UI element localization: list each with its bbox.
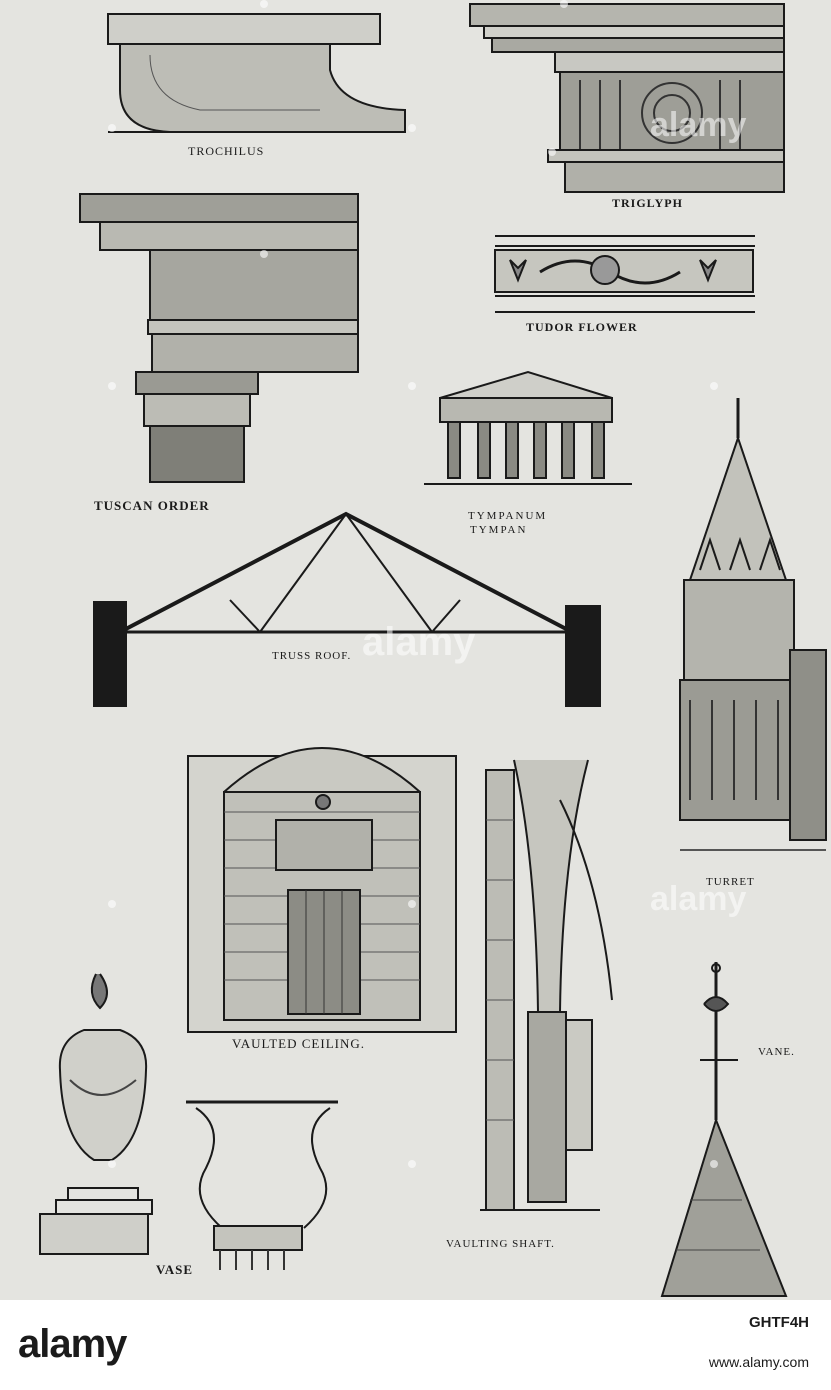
watermark-top-right: alamy — [650, 106, 747, 144]
vase-illustration — [39, 973, 153, 1255]
vaulted-ceiling-illustration — [187, 747, 457, 1033]
watermark-dot — [710, 382, 718, 390]
label-truss-roof: TRUSS ROOF. — [272, 650, 352, 662]
tympanum-illustration — [424, 370, 632, 485]
watermark-dot — [108, 900, 116, 908]
vane-illustration — [660, 962, 788, 1297]
label-turret: TURRET — [706, 876, 755, 888]
watermark-dot — [108, 1160, 116, 1168]
turret-illustration — [679, 398, 827, 851]
watermark-dot — [260, 250, 268, 258]
watermark-dot — [108, 382, 116, 390]
label-vase: VASE — [156, 1262, 194, 1277]
watermark-dot — [408, 1160, 416, 1168]
watermark-dot — [710, 1160, 718, 1168]
label-tympanum: TYMPANUM — [468, 510, 548, 522]
label-vaulting-shaft: VAULTING SHAFT. — [446, 1238, 555, 1250]
truss-roof-illustration — [93, 511, 601, 707]
tuscan-order-illustration — [79, 193, 359, 483]
architecture-illustrations — [39, 3, 827, 1297]
label-tudor-flower: TUDOR FLOWER — [526, 320, 638, 334]
watermark-center: alamy — [362, 620, 476, 664]
label-trochilus: TROCHILUS — [188, 144, 265, 158]
tudor-flower-illustration — [494, 235, 755, 313]
label-tuscan-order: TUSCAN ORDER — [94, 498, 210, 513]
watermark-dot — [560, 0, 568, 8]
console-bracket-illustration — [186, 1100, 338, 1270]
watermark-mid-right: alamy — [650, 880, 747, 918]
label-vaulted-ceiling: VAULTED CEILING. — [232, 1036, 365, 1051]
vaulting-shaft-illustration — [480, 759, 613, 1211]
label-vane: VANE. — [758, 1046, 795, 1058]
watermark-dot — [408, 900, 416, 908]
triglyph-illustration — [469, 3, 785, 193]
alamy-logo: alamy — [18, 1322, 127, 1366]
label-tympan: TYMPAN — [470, 524, 528, 536]
engraving-plate: TROCHILUS TRIGLYPH TUDOR FLOWER TUSCAN O… — [0, 0, 831, 1300]
label-triglyph: TRIGLYPH — [612, 196, 683, 210]
watermark-dot — [260, 0, 268, 8]
site-url: www.alamy.com — [708, 1354, 809, 1370]
watermark-dot — [108, 124, 116, 132]
watermark-dot — [408, 124, 416, 132]
trochilus-illustration — [107, 13, 406, 133]
stock-footer: alamy GHTF4H www.alamy.com — [0, 1300, 831, 1390]
watermark-dot — [408, 382, 416, 390]
watermark-dot — [548, 148, 556, 156]
image-id: GHTF4H — [749, 1314, 809, 1331]
